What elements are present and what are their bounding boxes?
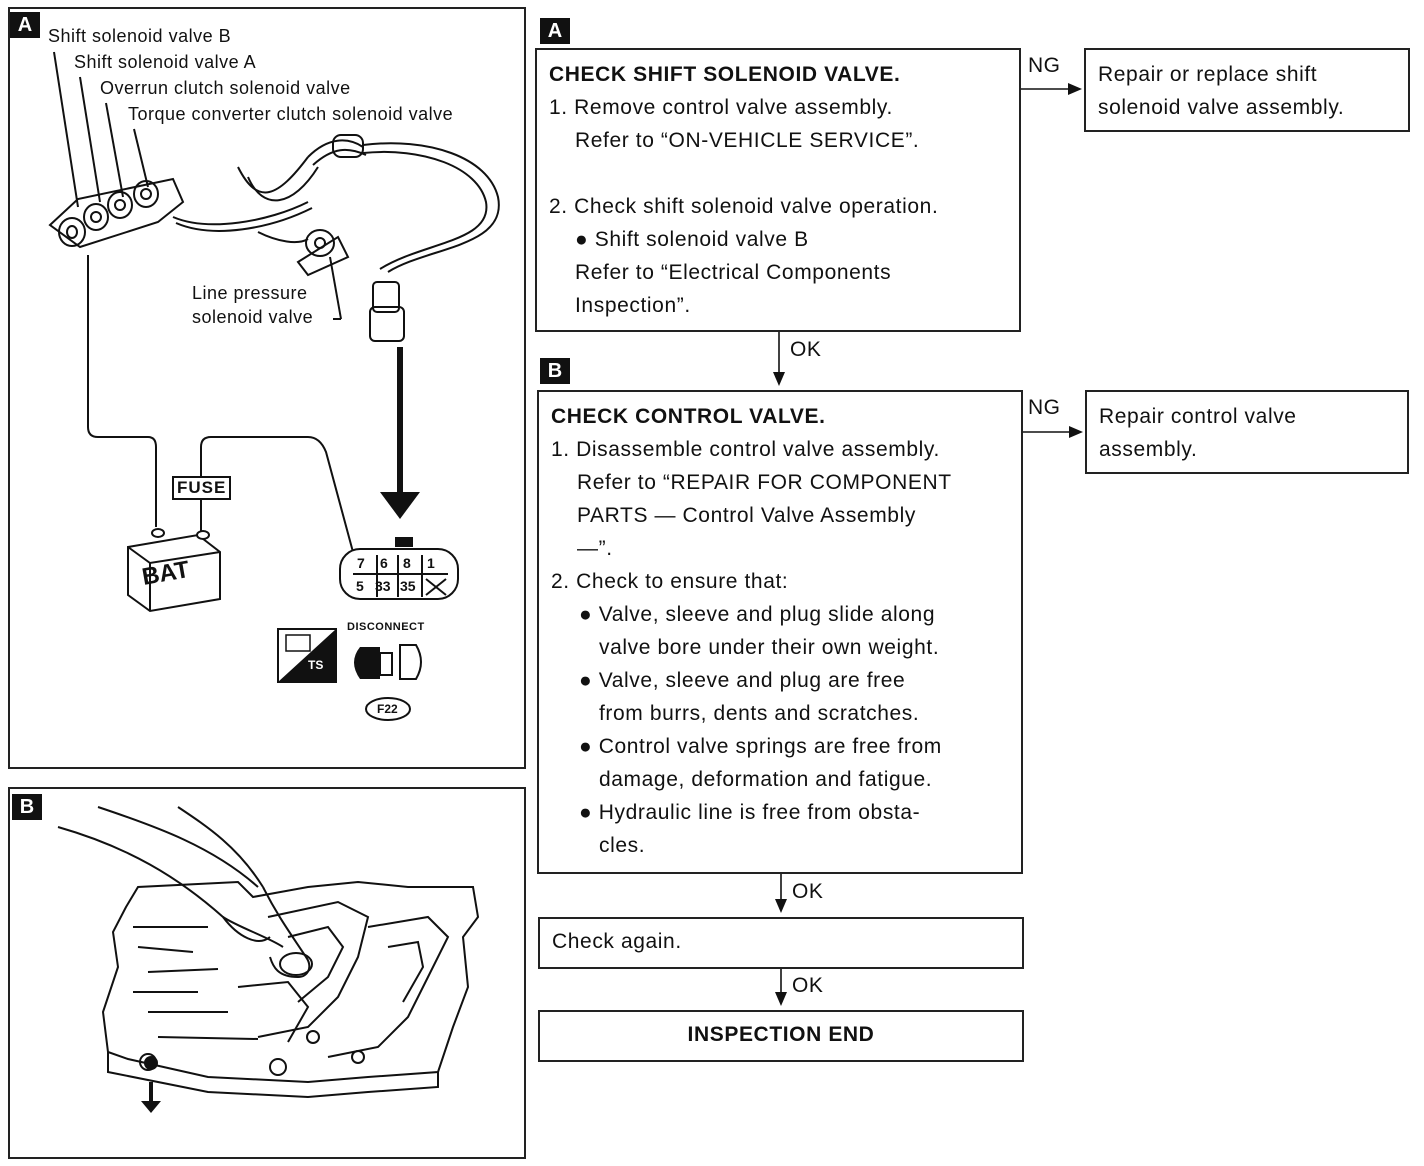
illustration-panel-a: [8, 7, 526, 769]
check-control-step1-ref-2: PARTS — Control Valve Assembly: [577, 504, 916, 527]
flow-tag-a: A: [540, 18, 570, 44]
repair-2-line-2: assembly.: [1099, 438, 1198, 461]
panel-b-tag: B: [12, 794, 42, 820]
connector-pin-7: 7: [357, 555, 365, 571]
repair-shift-solenoid-box: Repair or replace shift solenoid valve a…: [1084, 48, 1410, 132]
label-line-pressure-1: Line pressure: [192, 283, 308, 303]
bullet-continuation: valve bore under their own weight.: [599, 636, 940, 659]
ts-icon: TS: [308, 658, 324, 672]
check-again-text: Check again.: [552, 930, 682, 953]
repair-1-line-2: solenoid valve assembly.: [1098, 96, 1345, 119]
label-shift-solenoid-a: Shift solenoid valve A: [74, 52, 257, 72]
bullet-item: ● Valve, sleeve and plug are free: [579, 669, 906, 692]
connector-pin-35: 35: [400, 578, 416, 594]
wiring-diagram: [48, 51, 500, 721]
check-shift-ref-2: Inspection”.: [575, 294, 691, 317]
check-shift-ref-1: Refer to “Electrical Components: [575, 261, 892, 284]
ok-label-2: OK: [792, 880, 824, 903]
check-control-step2: 2. Check to ensure that:: [551, 570, 789, 593]
connector-pin-5: 5: [356, 578, 364, 594]
connector-pin-33: 33: [375, 578, 391, 594]
flow-tag-b: B: [540, 358, 570, 384]
check-again-box: Check again.: [538, 917, 1024, 969]
connector-code-badge: F22: [377, 702, 398, 716]
disconnect-label: DISCONNECT: [347, 621, 425, 633]
bullet-item: ● Valve, sleeve and plug slide along: [579, 603, 936, 626]
check-control-step1-ref-1: Refer to “REPAIR FOR COMPONENT: [577, 471, 952, 494]
label-shift-solenoid-b: Shift solenoid valve B: [48, 26, 232, 46]
check-control-valve-box: CHECK CONTROL VALVE. 1. Disassemble cont…: [537, 390, 1023, 874]
connector-pin-8: 8: [403, 555, 411, 571]
check-shift-bullet: ● Shift solenoid valve B: [575, 228, 809, 251]
check-shift-step1-ref: Refer to “ON-VEHICLE SERVICE”.: [575, 129, 920, 152]
repair-control-valve-box: Repair control valve assembly.: [1085, 390, 1409, 474]
inspection-end-text: INSPECTION END: [687, 1023, 875, 1046]
check-shift-step2: 2. Check shift solenoid valve operation.: [549, 195, 939, 218]
bullet-continuation: damage, deformation and fatigue.: [599, 768, 933, 791]
control-valve-illustration: [57, 806, 480, 1113]
bullet-continuation: cles.: [599, 834, 646, 857]
check-control-step1-ref-3: —”.: [577, 537, 613, 560]
check-shift-step1: 1. Remove control valve assembly.: [549, 96, 893, 119]
label-torque-converter-solenoid: Torque converter clutch solenoid valve: [128, 104, 454, 124]
illustration-panel-b: [8, 787, 526, 1159]
check-control-title: CHECK CONTROL VALVE.: [551, 405, 826, 428]
panel-a-tag: A: [10, 12, 40, 38]
connector-pin-6: 6: [380, 555, 388, 571]
ng-label-2: NG: [1028, 396, 1061, 419]
check-shift-title: CHECK SHIFT SOLENOID VALVE.: [549, 63, 901, 86]
bullet-item: ● Hydraulic line is free from obsta-: [579, 801, 921, 824]
check-control-step1: 1. Disassemble control valve assembly.: [551, 438, 940, 461]
fuse-label: FUSE: [172, 476, 232, 500]
repair-1-line-1: Repair or replace shift: [1098, 63, 1318, 86]
repair-2-line-1: Repair control valve: [1099, 405, 1297, 428]
connector-pin-1: 1: [427, 555, 435, 571]
check-shift-solenoid-box: CHECK SHIFT SOLENOID VALVE. 1. Remove co…: [535, 48, 1021, 332]
ok-label-1: OK: [790, 338, 822, 361]
ng-label-1: NG: [1028, 54, 1061, 77]
label-line-pressure-2: solenoid valve: [192, 307, 314, 327]
bullet-item: ● Control valve springs are free from: [579, 735, 942, 758]
bullet-continuation: from burrs, dents and scratches.: [599, 702, 920, 725]
inspection-end-box: INSPECTION END: [538, 1010, 1024, 1062]
label-overrun-clutch-solenoid: Overrun clutch solenoid valve: [100, 78, 351, 98]
ok-label-3: OK: [792, 974, 824, 997]
